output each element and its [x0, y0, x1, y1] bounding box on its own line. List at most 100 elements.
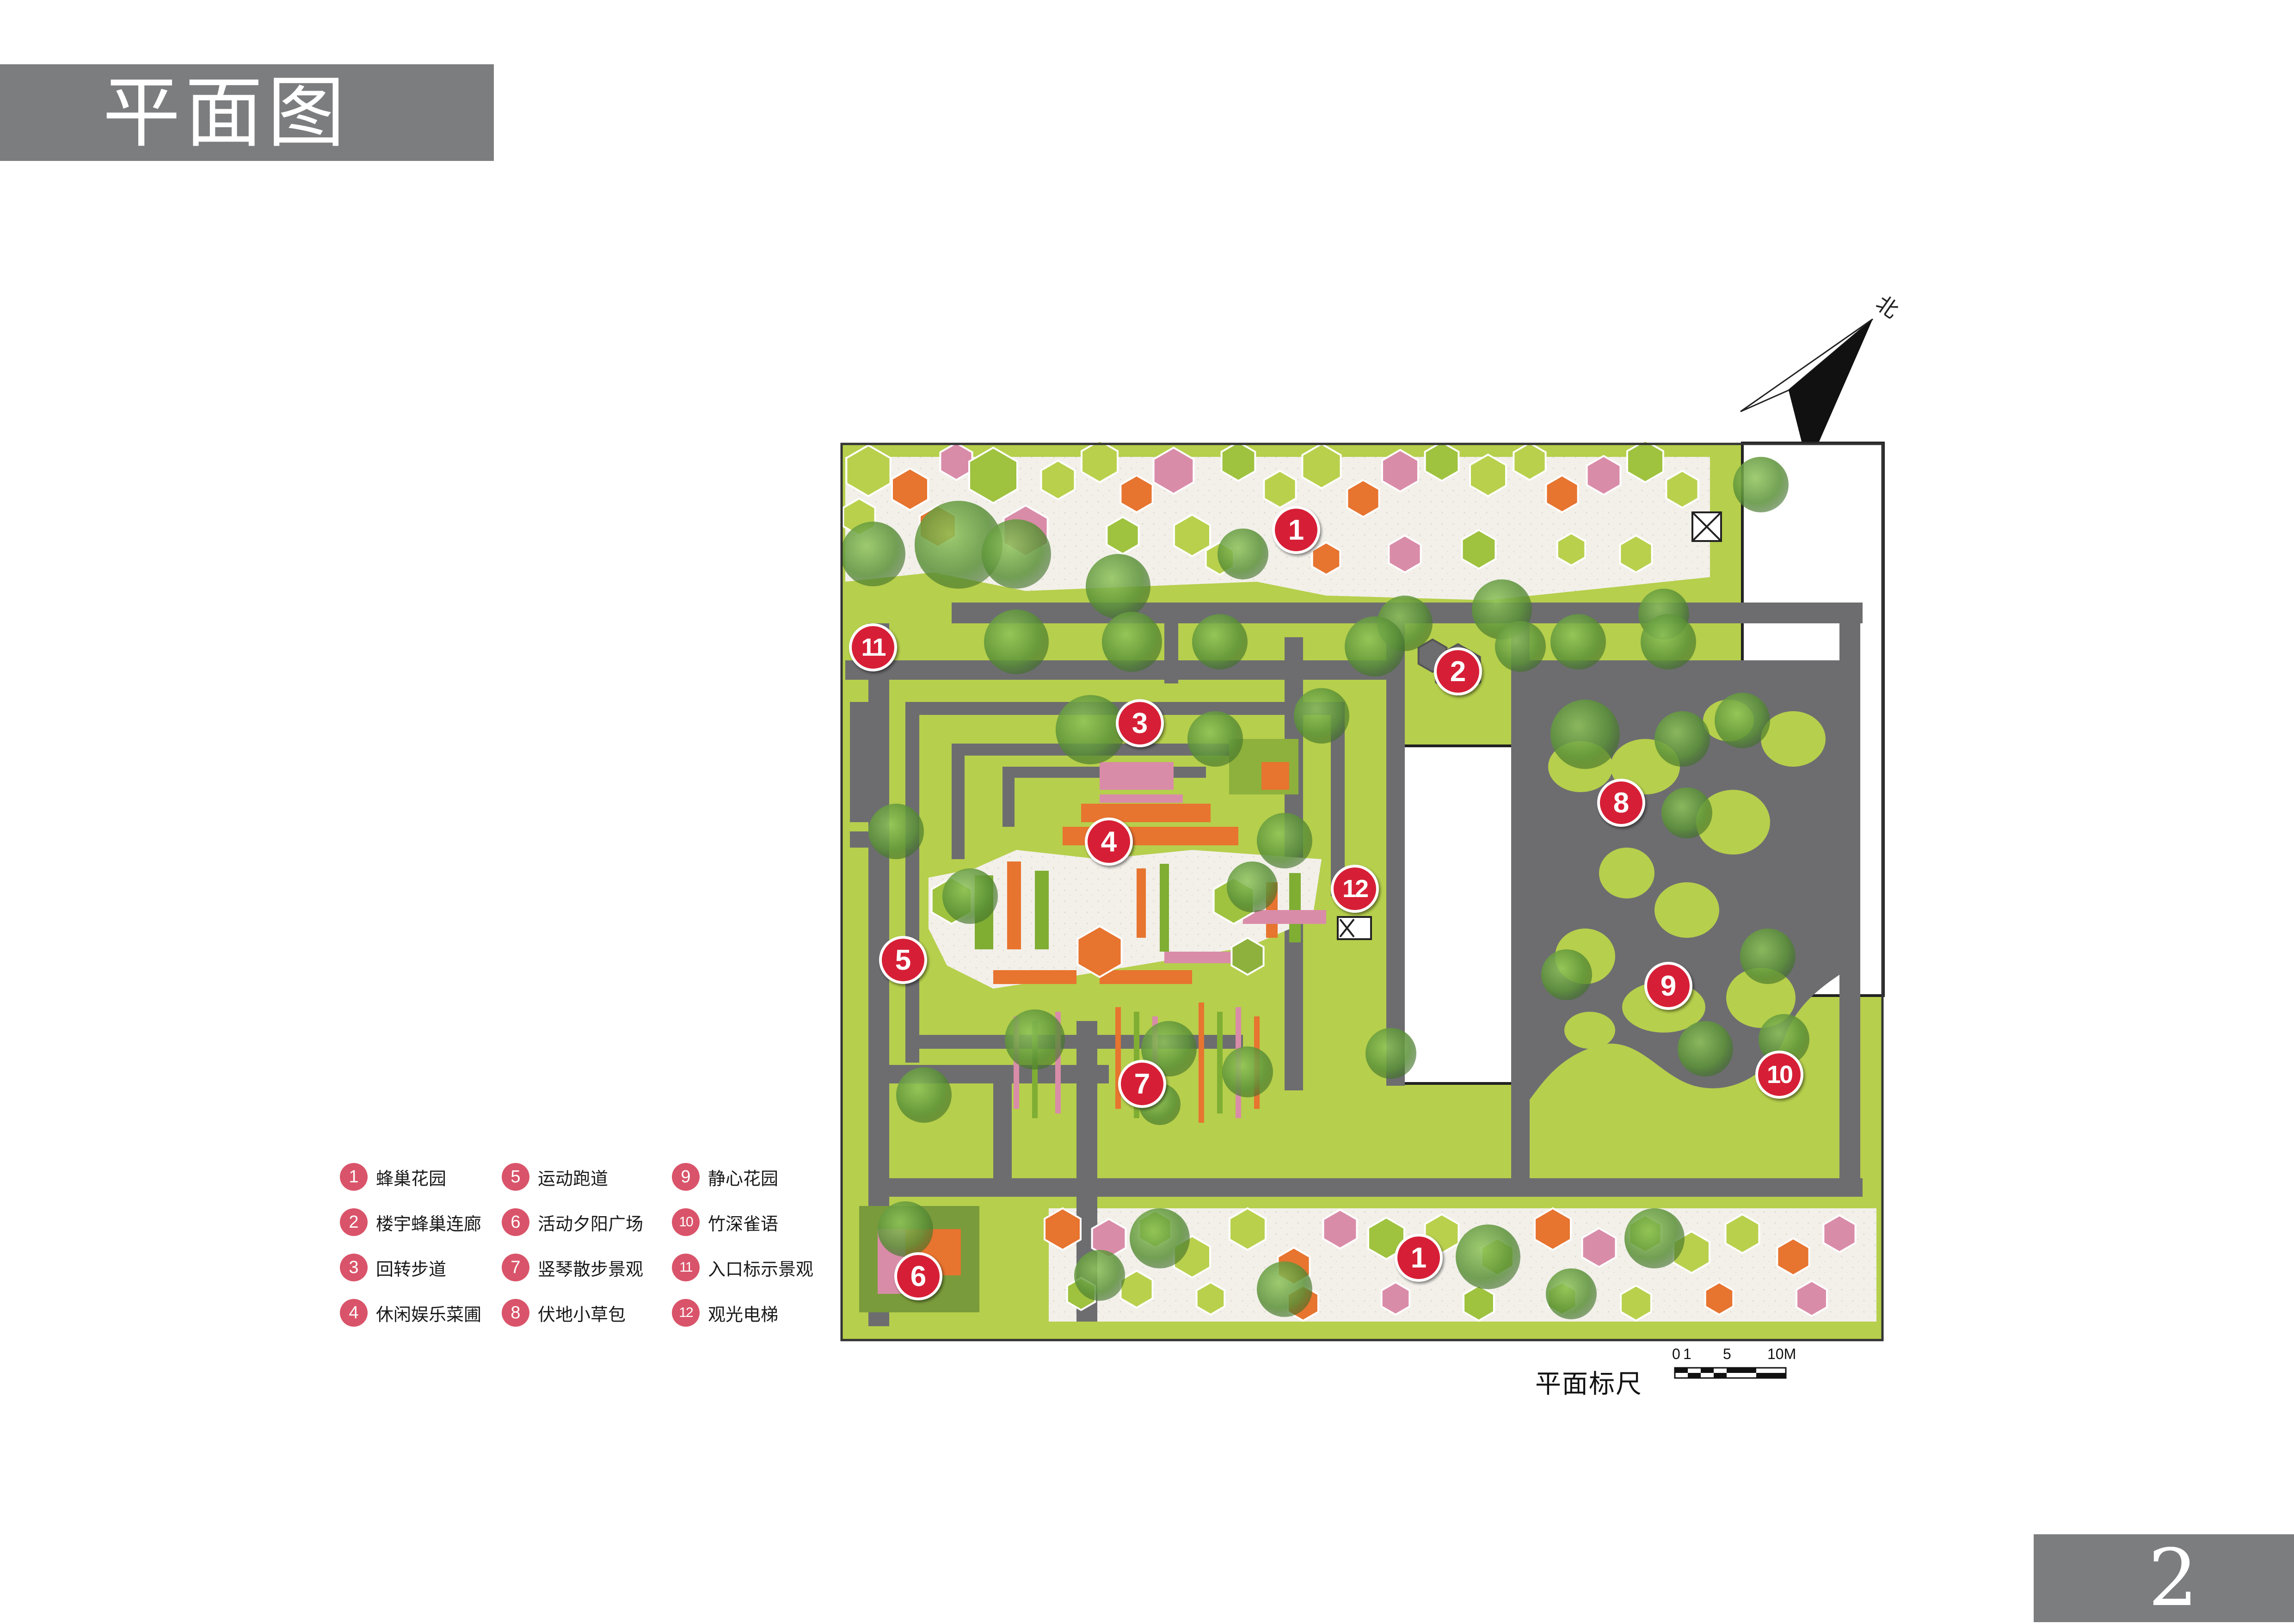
hexagon-planter: [1513, 442, 1547, 481]
tree-canopy: [1546, 1268, 1597, 1319]
tree-canopy: [1227, 861, 1278, 912]
page-title: 平面图: [103, 67, 350, 158]
scale-bar-graphic: [1674, 1367, 1787, 1379]
hexagon-planter: [1545, 474, 1579, 514]
hexagon-planter: [1620, 1284, 1652, 1322]
tree-canopy: [1624, 1208, 1685, 1268]
legend-label: 静心花园: [708, 1168, 779, 1189]
tree-canopy: [1495, 621, 1546, 672]
tree-canopy: [1192, 614, 1248, 670]
tree-canopy: [1005, 1009, 1065, 1070]
legend-label: 竖琴散步景观: [538, 1259, 644, 1280]
legend-item: 8 伏地小草包: [502, 1297, 626, 1329]
legend-number: 7: [502, 1254, 529, 1281]
tree-canopy: [1733, 457, 1789, 512]
hexagon-planter: [1581, 1227, 1617, 1268]
tree-canopy: [878, 1201, 933, 1257]
tree-canopy: [1456, 1224, 1520, 1289]
hexagon-planter: [1619, 534, 1653, 574]
legend-label: 楼宇蜂巢连廊: [376, 1213, 482, 1234]
hexagon-planter: [1081, 439, 1119, 484]
tree-canopy: [984, 609, 1049, 674]
legend-number: 11: [672, 1254, 700, 1281]
tree-canopy: [841, 522, 905, 586]
marker-4: 4: [1085, 818, 1133, 866]
tree-canopy: [915, 501, 1002, 589]
tree-canopy: [1541, 949, 1592, 1000]
marker-6: 6: [894, 1252, 942, 1300]
hexagon-planter: [1380, 1281, 1411, 1316]
legend-number: 8: [502, 1299, 529, 1327]
hexagon-planter: [1044, 1207, 1082, 1251]
hexagon-planter: [1040, 459, 1076, 501]
tree-canopy: [1141, 1021, 1197, 1077]
legend-label: 运动跑道: [538, 1168, 609, 1189]
north-arrow-icon: [1740, 318, 1873, 467]
tree-canopy: [1222, 1046, 1273, 1097]
marker-11: 11: [849, 623, 897, 671]
tree-canopy: [982, 519, 1051, 589]
hexagon-planter: [1311, 541, 1341, 576]
hexagon-planter: [1301, 443, 1342, 490]
tree-canopy: [1218, 529, 1268, 579]
hexagon-planter: [1220, 441, 1256, 482]
hexagon-planter: [1173, 513, 1211, 558]
hexagon-planter: [1381, 449, 1419, 493]
hexagon-planter: [1322, 1208, 1358, 1250]
hexagon-planter: [1665, 469, 1699, 509]
hexagon-planter: [1534, 1207, 1572, 1251]
legend-label: 活动夕阳广场: [538, 1213, 644, 1234]
marker-8: 8: [1597, 779, 1645, 827]
hexagon-planter: [1229, 1207, 1267, 1251]
page-title-bar: 平面图: [0, 64, 494, 161]
tree-canopy: [1365, 1028, 1416, 1079]
hexagon-planter: [1556, 532, 1587, 567]
hexagon-planter: [1152, 446, 1195, 495]
hexagon-planter: [1119, 1269, 1154, 1309]
page-number: 2: [2148, 1532, 2198, 1624]
hexagon-planter: [1469, 453, 1507, 498]
scale-tick-1: 1: [1683, 1346, 1691, 1362]
tree-canopy: [1345, 616, 1405, 677]
marker-10: 10: [1755, 1051, 1803, 1099]
hexagon-planter: [939, 442, 973, 481]
marker-5: 5: [879, 936, 927, 984]
elevator-icon: [1337, 511, 1722, 940]
marker-3: 3: [1116, 699, 1164, 747]
legend-label: 休闲娱乐菜圃: [376, 1304, 482, 1325]
legend-number: 2: [340, 1208, 368, 1236]
legend-number: 1: [340, 1163, 368, 1191]
hexagon-planter: [1796, 1280, 1828, 1317]
hexagon-planter: [891, 467, 929, 511]
page-number-box: 2: [2034, 1534, 2294, 1622]
legend-label: 竹深雀语: [708, 1213, 779, 1234]
legend-number: 9: [672, 1163, 700, 1191]
scale-label: 平面标尺: [1535, 1369, 1642, 1399]
legend-item: 1 蜂巢花园: [340, 1161, 446, 1193]
legend-label: 入口标示景观: [708, 1259, 814, 1280]
site-plan: 1 1 2 3 4 5 6 7 8 9 10 11 12: [840, 439, 1885, 1341]
legend-item: 3 回转步道: [340, 1251, 446, 1284]
legend-item: 9 静心花园: [672, 1161, 778, 1193]
legend-item: 2 楼宇蜂巢连廊: [340, 1206, 481, 1238]
tree-canopy: [1102, 612, 1162, 672]
tree-canopy: [1187, 711, 1243, 767]
tree-canopy: [1715, 693, 1770, 748]
hexagon-planter: [1346, 479, 1380, 518]
hexagon-planter: [1076, 925, 1123, 978]
scale-tick-5: 5: [1723, 1346, 1731, 1362]
legend-item: 12 观光电梯: [672, 1297, 778, 1329]
marker-12: 12: [1331, 865, 1379, 913]
legend-label: 回转步道: [376, 1259, 447, 1280]
legend-number: 12: [672, 1299, 700, 1327]
hexagon-planter: [1704, 1281, 1734, 1316]
tree-canopy: [942, 868, 998, 924]
hexagon-planter: [1724, 1213, 1760, 1255]
hexagon-planter: [1367, 1216, 1405, 1261]
hexagon-planter: [1119, 474, 1154, 514]
legend-item: 6 活动夕阳广场: [502, 1206, 643, 1238]
tree-canopy: [1641, 614, 1696, 670]
marker-1-north: 1: [1272, 506, 1320, 554]
tree-canopy: [1257, 813, 1312, 868]
marker-7: 7: [1118, 1060, 1166, 1108]
